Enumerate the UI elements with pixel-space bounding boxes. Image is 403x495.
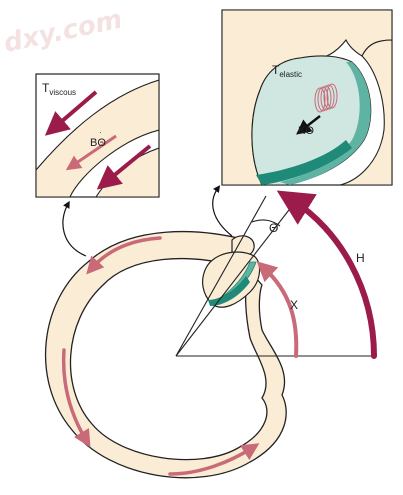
- t-viscous-label: Tviscous: [42, 81, 76, 97]
- elastic-tissue-right: [339, 39, 392, 185]
- geometry-lines: [175, 195, 376, 357]
- wedge-line-left: [175, 195, 267, 357]
- h-arrow: [276, 190, 377, 359]
- elastic-inset: Telastic KΘ: [221, 9, 393, 186]
- viscous-arrow-top: [44, 90, 98, 136]
- elastic-teal-dark: [256, 140, 352, 185]
- watermark-text: dxy.com: [1, 5, 125, 59]
- viscous-arrow-mid: [65, 134, 117, 171]
- b-theta-dot: ·: [99, 128, 102, 137]
- elastic-arrow: [296, 115, 321, 135]
- x-label: X: [290, 298, 298, 312]
- theta-label: Θ: [269, 221, 278, 235]
- elastic-teal-band: [280, 62, 371, 185]
- t-elastic-label: Telastic: [272, 63, 302, 79]
- k-theta-label: KΘ: [298, 125, 314, 137]
- wedge-line-right: [175, 205, 293, 357]
- h-label: H: [356, 251, 365, 265]
- x-arrow: [256, 261, 299, 358]
- flow-arrow-left: [61, 348, 91, 448]
- viscous-arrow-bottom: [96, 144, 152, 190]
- flow-arrow-bottom: [168, 443, 260, 476]
- callout-arrow-left: [62, 200, 87, 257]
- viscous-inset: Tviscous BΘ ·: [35, 73, 160, 198]
- b-theta-label: BΘ: [90, 137, 106, 149]
- spring-icon: [314, 83, 338, 113]
- flow-arrow-top: [86, 236, 162, 275]
- callout-arrow-right: [212, 185, 233, 237]
- flow-arrows: [61, 236, 260, 476]
